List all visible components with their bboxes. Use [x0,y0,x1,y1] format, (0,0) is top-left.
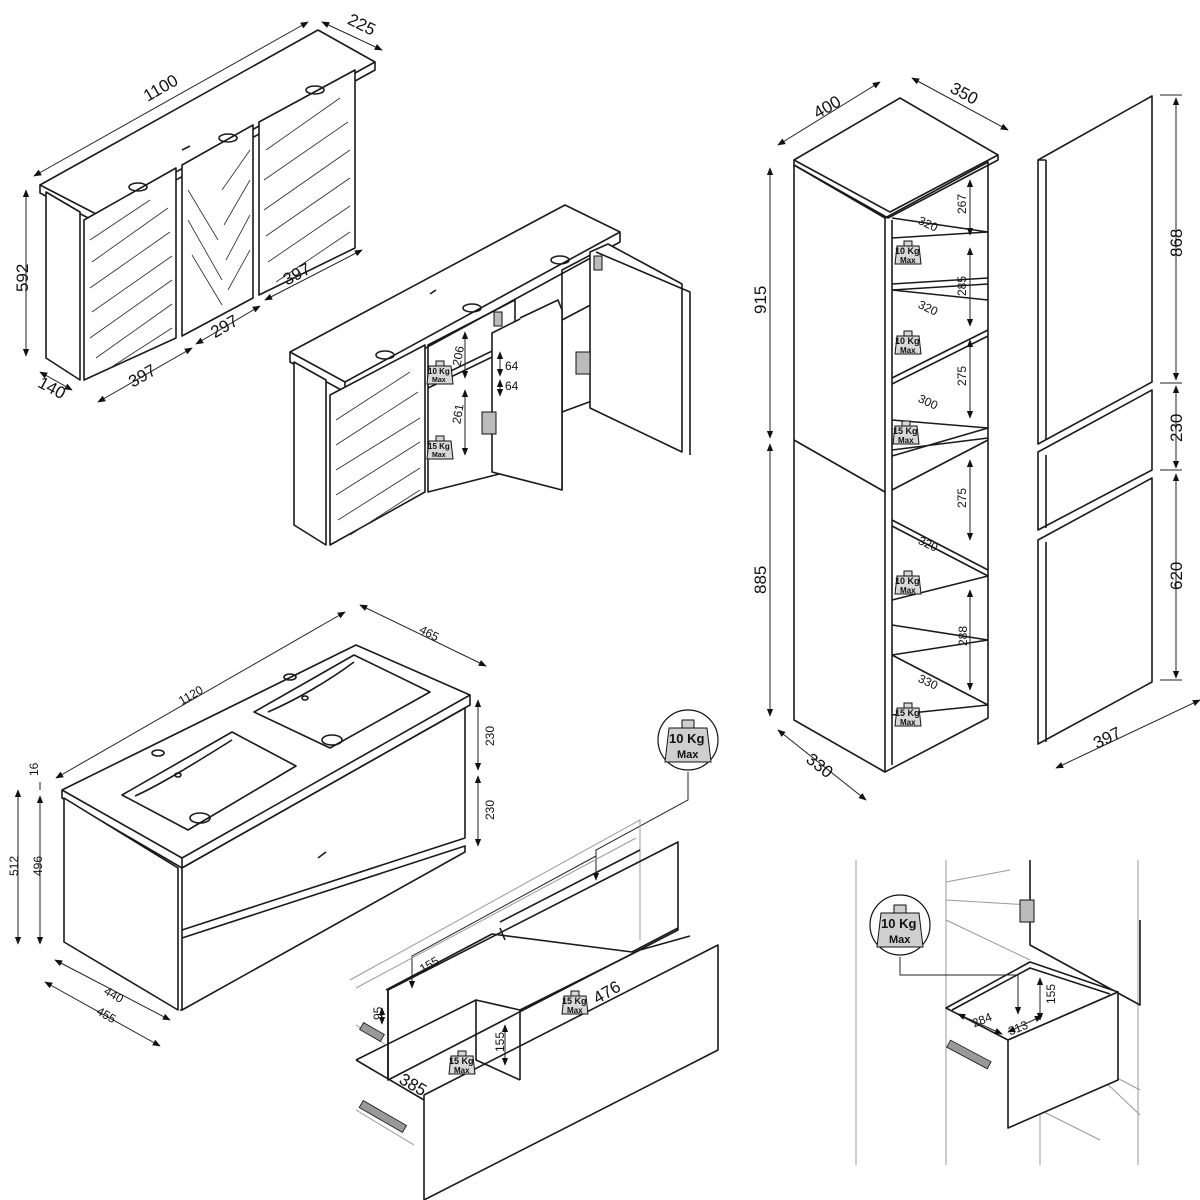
dim-tall-drawer-inner-height: 155 [1044,984,1058,1004]
hinge-icon [593,255,603,271]
svg-text:10 Kg: 10 Kg [881,916,916,931]
svg-text:Max: Max [567,1006,583,1015]
svg-text:Max: Max [432,452,446,459]
dim-tall-shelf-1-depth: 320 [916,213,940,234]
dim-vanity-height-body: 496 [31,856,45,876]
dim-tall-shelf-2-height: 285 [955,276,969,296]
wall-cabinet-closed: 1100 225 592 140 397 297 397 [13,10,383,403]
dim-wall-side-depth: 140 [35,373,69,403]
wall-cabinet-open: 206 261 64 64 10 Kg Max 15 Kg Max [289,204,691,546]
dim-tall-shelf-3-depth: 300 [916,391,940,412]
svg-text:Max: Max [900,586,916,595]
tall-cabinet-open: 400 350 915 885 330 267 285 275 275 288 … [751,77,1009,801]
dim-tall-width: 400 [810,92,844,123]
svg-text:Max: Max [900,256,916,265]
tall-door-lower [1037,477,1153,745]
weight-load-icon: 10 Kg Max [894,330,922,355]
open-cabinet-door-left [329,344,426,546]
dim-tall-depth: 350 [947,79,981,109]
svg-text:Max: Max [454,1066,470,1075]
svg-text:Max: Max [900,718,916,727]
tap-hole-left [128,182,148,192]
svg-text:10 Kg: 10 Kg [428,367,450,376]
vanity-drawers-open: 10 Kg Max 155 95 155 476 385 15 Kg [349,709,719,1200]
dim-open-shelf-upper: 206 [450,345,467,367]
hinge-icon [575,351,591,375]
dim-vanity-top-thickness: 16 [27,762,41,776]
vanity-unit: 1120 465 230 230 16 512 496 440 455 [7,604,497,1047]
dim-vanity-height-total: 512 [7,856,21,876]
svg-text:15 Kg: 15 Kg [428,442,450,451]
dim-door-left: 397 [125,361,159,392]
dim-tall-height-upper: 915 [751,286,770,314]
tall-drawer-front [1037,389,1153,531]
svg-text:15 Kg: 15 Kg [449,1056,474,1066]
dim-tall-shelf-4-depth: 320 [916,533,940,554]
dim-tall-shelf-3-height: 275 [955,366,969,386]
svg-text:10 Kg: 10 Kg [669,731,704,746]
dim-upper-drawer-front: 95 [371,1006,385,1020]
weight-load-icon: 10 Kg Max [657,709,719,771]
vanity-drawer-upper [181,707,466,931]
dim-tall-shelf-5-depth: 330 [916,671,940,692]
weight-load-icon: 10 Kg Max [894,240,922,265]
dim-tall-height-lower: 885 [751,566,770,594]
vanity-drawer-lower [181,845,466,1011]
svg-text:15 Kg: 15 Kg [895,708,920,718]
tall-door-upper [1037,95,1153,445]
dim-vanity-drawer-2: 230 [483,800,497,820]
dim-tall-shelf-5-height: 288 [956,626,970,646]
weight-load-icon: 10 Kg Max [426,360,454,385]
svg-text:10 Kg: 10 Kg [895,336,920,346]
tall-cabinet-doors: 868 230 620 397 [1037,94,1200,769]
dim-wall-height: 592 [13,264,32,292]
tall-drawer-front-detail [1007,991,1119,1129]
weight-load-icon: 10 Kg Max [894,570,922,595]
svg-text:Max: Max [900,346,916,355]
dim-lower-drawer-height: 155 [493,1032,507,1052]
svg-text:Max: Max [677,749,699,761]
dim-vanity-depth-total: 455 [94,1004,119,1026]
hinge-icon [493,311,503,327]
svg-text:Max: Max [898,436,914,445]
svg-text:Max: Max [432,377,446,384]
dim-tall-shelf-4-height: 275 [955,488,969,508]
tall-drawer-detail: 10 Kg Max 155 284 313 [855,860,1141,1165]
vanity-side [63,797,179,1011]
open-door-right [589,243,683,453]
weight-load-icon: 15 Kg Max [448,1050,476,1075]
dim-vanity-width: 1120 [176,683,206,708]
svg-text:15 Kg: 15 Kg [562,996,587,1006]
dim-open-shelf-lower: 261 [449,403,466,425]
dim-vanity-drawer-1: 230 [483,726,497,746]
svg-text:Max: Max [889,934,911,946]
svg-text:15 Kg: 15 Kg [893,426,918,436]
dim-tall-door-lower: 620 [1167,562,1186,590]
hinge-icon [481,411,497,435]
hinge-icon [1019,899,1035,923]
dim-tall-shelf-1-height: 267 [955,194,969,214]
dim-vanity-depth-body: 440 [102,984,127,1006]
dim-drawer-inner-width: 476 [590,977,624,1008]
dim-hinge-gap-top: 64 [505,359,519,373]
open-cabinet-side [293,361,327,546]
dim-tall-door-width: 397 [1090,723,1124,753]
dim-tall-base-depth: 330 [802,749,836,781]
weight-load-icon: 15 Kg Max [561,990,589,1015]
dim-hinge-gap-bottom: 64 [505,379,519,393]
svg-text:10 Kg: 10 Kg [895,576,920,586]
dim-tall-drawer-height: 230 [1167,414,1186,442]
weight-load-icon: 10 Kg Max [869,894,931,956]
weight-load-icon: 15 Kg Max [894,702,922,727]
weight-load-icon: 15 Kg Max [892,420,920,445]
dim-tall-shelf-2-depth: 320 [916,297,940,318]
weight-load-icon: 15 Kg Max [426,435,454,460]
dim-vanity-depth: 465 [417,622,442,644]
wall-cabinet-side [45,191,81,381]
dim-tall-door-upper: 868 [1167,229,1186,257]
tall-cabinet-side [793,164,886,773]
dim-wall-width: 1100 [140,71,181,106]
svg-text:10 Kg: 10 Kg [895,246,920,256]
